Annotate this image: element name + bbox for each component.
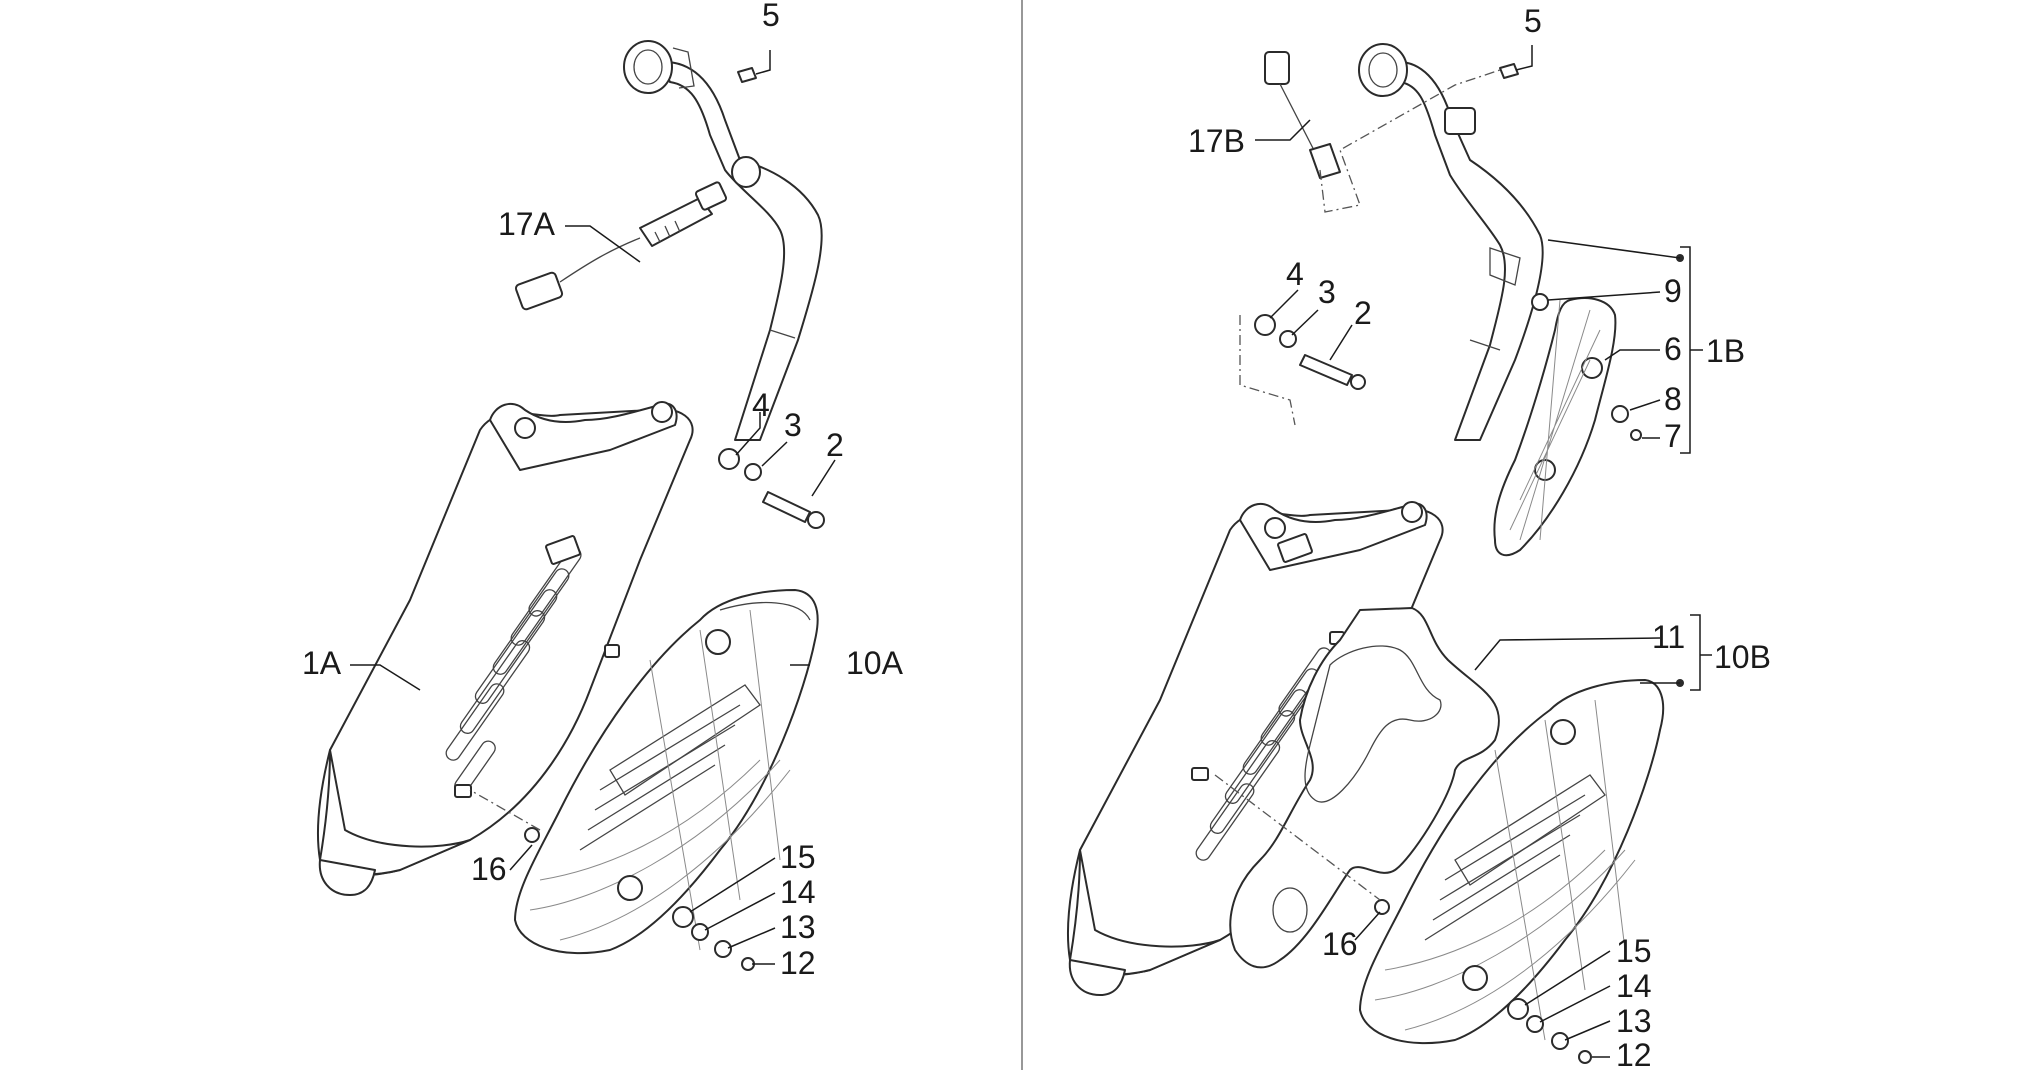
label-1b: 1B (1706, 333, 1745, 369)
washer-13-right (1551, 1032, 1569, 1050)
nut-7-right (1630, 429, 1642, 441)
label-2: 2 (1354, 295, 1372, 331)
header-pipe-right (1358, 43, 1544, 441)
label-13: 13 (1616, 1003, 1652, 1039)
washer-14-left (691, 923, 709, 941)
bolt-2-right (1299, 354, 1353, 386)
label-10a: 10A (846, 645, 904, 681)
washer-9-right (1531, 293, 1549, 311)
washer-16-right (1374, 899, 1390, 915)
label-2: 2 (826, 427, 844, 463)
label-15: 15 (1616, 933, 1652, 969)
label-4: 4 (752, 387, 770, 423)
right-panel: 5 17B 4 3 2 9 6 1B 8 7 11 10B 16 15 14 1… (1067, 3, 1771, 1070)
heat-shield-10b (1359, 679, 1665, 1045)
label-17a: 17A (498, 206, 556, 242)
header-pipe-left (623, 40, 823, 441)
washer-8-right (1611, 405, 1629, 423)
lambda-sensor-17b (1264, 51, 1341, 179)
label-8: 8 (1664, 381, 1682, 417)
label-14: 14 (780, 874, 816, 910)
muffler-1a (317, 401, 694, 896)
label-3: 3 (1318, 274, 1336, 310)
bush-15-right (1507, 998, 1529, 1020)
label-1a: 1A (302, 645, 342, 681)
label-12: 12 (780, 945, 816, 981)
labels-left: 5 17A 4 3 2 1A 10A 16 15 14 13 12 (302, 0, 904, 981)
label-16: 16 (1322, 926, 1358, 962)
washer-4-left (718, 448, 740, 470)
label-4: 4 (1286, 256, 1304, 292)
nut-5-left (737, 67, 757, 83)
assembly-lines-right (1214, 69, 1501, 901)
label-7: 7 (1664, 418, 1682, 454)
leaders-right (1255, 45, 1681, 1058)
label-9: 9 (1664, 273, 1682, 309)
gasket-11 (1229, 607, 1500, 969)
hardware-right (1254, 63, 1642, 1064)
leaders-left (350, 50, 836, 965)
labels-right: 5 17B 4 3 2 9 6 1B 8 7 11 10B 16 15 14 1… (1188, 3, 1771, 1070)
washer-14-right (1526, 1015, 1544, 1033)
label-13: 13 (780, 909, 816, 945)
washer-16-left (524, 827, 540, 843)
left-panel: 5 17A 4 3 2 1A 10A 16 15 14 13 12 (302, 0, 904, 981)
label-5: 5 (1524, 3, 1542, 39)
washer-3-left (744, 463, 762, 481)
washer-4-right (1254, 314, 1276, 336)
washer-13-left (714, 940, 732, 958)
label-16: 16 (471, 851, 507, 887)
label-12: 12 (1616, 1037, 1652, 1070)
screw-12-right (1578, 1050, 1592, 1064)
label-17b: 17B (1188, 123, 1245, 159)
nut-5-right (1499, 63, 1519, 79)
label-10b: 10B (1714, 639, 1771, 675)
bolt-2-left (762, 491, 811, 523)
bush-15-left (672, 906, 694, 928)
label-3: 3 (784, 407, 802, 443)
lambda-sensor-17a (514, 181, 728, 311)
label-15: 15 (780, 839, 816, 875)
label-11: 11 (1652, 619, 1685, 655)
label-5: 5 (762, 0, 780, 33)
muffler-ribs-right (1195, 647, 1332, 861)
heat-shield-10a (514, 589, 819, 955)
hardware-left (524, 67, 825, 971)
heat-shield-6 (1493, 297, 1617, 557)
label-6: 6 (1664, 331, 1682, 367)
label-14: 14 (1616, 968, 1652, 1004)
assembly-brackets-right (1676, 246, 1712, 691)
